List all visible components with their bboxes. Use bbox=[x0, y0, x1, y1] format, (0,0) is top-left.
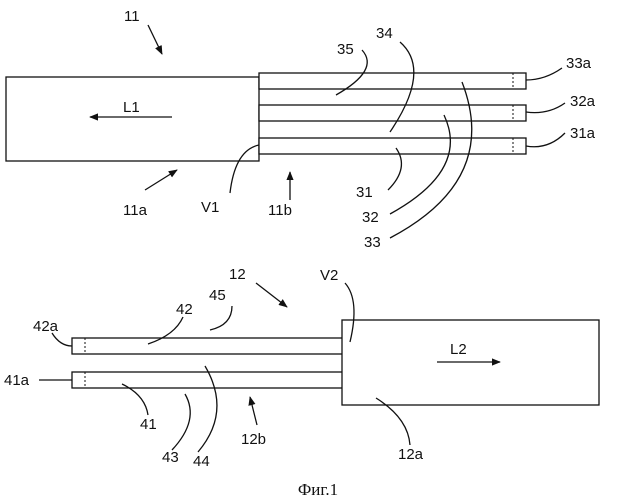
label-44: 44 bbox=[193, 453, 210, 470]
label-32a: 32a bbox=[570, 93, 596, 110]
arrow-11a bbox=[145, 170, 177, 190]
strip-32 bbox=[259, 105, 526, 121]
label-32: 32 bbox=[362, 209, 379, 226]
arrow-12 bbox=[256, 283, 287, 307]
label-11b: 11b bbox=[268, 202, 292, 219]
label-42a: 42a bbox=[33, 318, 59, 335]
label-v1: V1 bbox=[201, 199, 219, 216]
leader-45 bbox=[210, 306, 232, 330]
leader-32 bbox=[390, 115, 450, 214]
label-33a: 33a bbox=[566, 55, 592, 72]
strip-33 bbox=[259, 73, 526, 89]
leader-33a bbox=[526, 68, 562, 80]
label-43: 43 bbox=[162, 449, 179, 466]
label-l2: L2 bbox=[450, 341, 467, 358]
label-l1: L1 bbox=[123, 99, 140, 116]
leader-43 bbox=[172, 394, 190, 450]
figure-caption: Фиг.1 bbox=[298, 480, 338, 499]
leader-31a bbox=[526, 133, 565, 147]
label-11: 11 bbox=[124, 8, 140, 25]
leader-32a bbox=[526, 103, 565, 113]
strip-31 bbox=[259, 138, 526, 154]
label-12b: 12b bbox=[241, 431, 266, 448]
strip-42 bbox=[72, 338, 347, 354]
body-11a bbox=[6, 77, 259, 161]
label-35: 35 bbox=[337, 41, 354, 58]
label-12a: 12a bbox=[398, 446, 424, 463]
label-12: 12 bbox=[229, 266, 246, 283]
label-31a: 31a bbox=[570, 125, 596, 142]
label-33: 33 bbox=[364, 234, 381, 251]
label-45: 45 bbox=[209, 287, 226, 304]
lower-assembly bbox=[39, 283, 599, 452]
label-11a: 11a bbox=[123, 202, 148, 219]
arrow-11 bbox=[148, 25, 162, 54]
label-34: 34 bbox=[376, 25, 393, 42]
label-41a: 41a bbox=[4, 372, 30, 389]
arrow-12b bbox=[250, 397, 257, 425]
label-31: 31 bbox=[356, 184, 373, 201]
label-42: 42 bbox=[176, 301, 193, 318]
label-41: 41 bbox=[140, 416, 157, 433]
label-v2: V2 bbox=[320, 267, 338, 284]
